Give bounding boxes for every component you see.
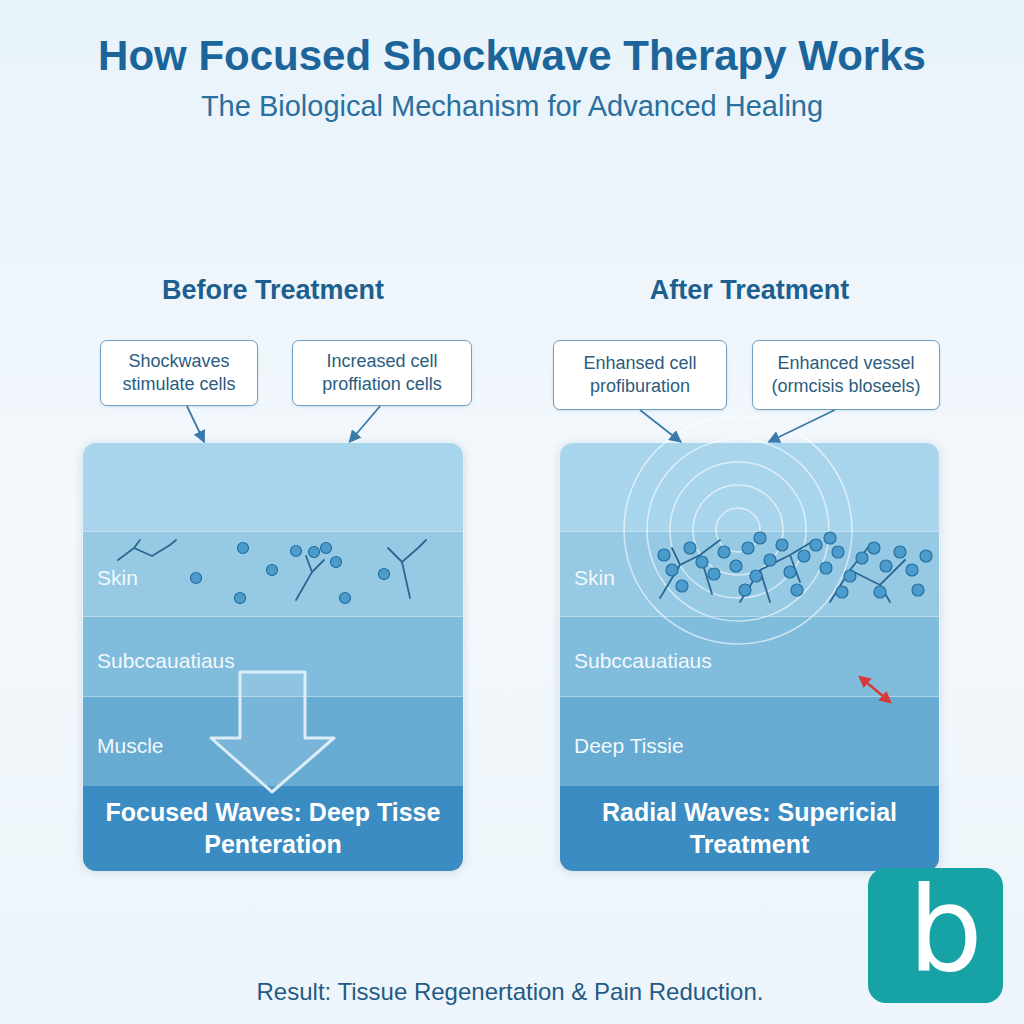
callout-box: Increased cell proffiation cells [292,340,472,406]
subtitle-text: The Biological Mechanism for Advanced He… [0,90,1024,123]
cell [291,546,302,557]
tissue-panel: After TreatmentSkinSubccauatiausDeep Tis… [559,442,940,870]
wave-ring [693,485,783,575]
callout-box: Enhanced vessel (ormcisis bloseels) [752,340,940,410]
cell [824,532,836,544]
wave-ring [647,439,829,621]
callout-arrow [349,406,380,442]
wave-type-text: Focused Waves: Deep Tisse Penteration [93,797,453,860]
cell [739,584,751,596]
cell [309,547,320,558]
vessel [388,540,426,598]
cell [754,532,766,544]
cell [820,562,832,574]
cell [696,556,708,568]
cell [684,542,696,554]
cell [708,568,720,580]
cell [832,546,844,558]
cell [331,557,342,568]
cell [742,542,754,554]
vessel [830,545,905,602]
tissue-layer: Subccauatiaus [83,616,463,696]
callout-arrow [640,410,681,442]
cell [906,564,918,576]
logo-letter: b [908,871,983,989]
tissue-layer: Deep Tissie [560,696,939,786]
tissue-layer: Subccauatiaus [560,616,939,696]
tissue-layer: Skin [83,531,463,616]
wave-type-text: Radial Waves: Supericial Treatment [570,797,929,860]
cell [676,580,688,592]
wave-band: Radial Waves: Supericial Treatment [560,786,939,871]
tissue-layer: Skin [560,531,939,616]
cell [340,593,351,604]
callout-text: Enhansed cell profiburation [560,352,720,399]
cell [894,546,906,558]
layer-label: Muscle [97,734,164,758]
cell [868,542,880,554]
callout-text: Enhanced vessel (ormcisis bloseels) [759,352,933,399]
cell [718,546,730,558]
vessel [740,540,815,602]
callout-text: Increased cell proffiation cells [299,350,465,397]
left-cells [191,543,390,604]
layer-label: Subccauatiaus [97,649,235,673]
layer-label: Skin [97,566,138,590]
tissue-layer: Muscle [83,696,463,786]
wave-ring [716,508,760,552]
cell [658,549,670,561]
callout-arrow [769,410,835,442]
vessel [660,540,720,598]
logo-badge: b [868,868,1003,1003]
cell [836,586,848,598]
cell [750,570,762,582]
cell [874,586,886,598]
cell [267,565,278,576]
cell [880,560,892,572]
vessel [296,556,324,600]
cell [191,573,202,584]
vessel [118,540,176,560]
cell [238,543,249,554]
wave-ring [624,416,852,644]
cell [920,550,932,562]
cell [798,550,810,562]
shockwave-rings [624,416,852,644]
callout-box: Enhansed cell profiburation [553,340,727,410]
callout-arrow [187,406,204,442]
right-vessels [660,540,905,602]
right-cells [658,532,932,598]
callout-text: Shockwaves stimulate cells [107,350,251,397]
cell [764,554,776,566]
cell [379,569,390,580]
red-double-arrow [860,677,890,702]
cell [844,570,856,582]
layer-label: Subccauatiaus [574,649,712,673]
layer-label: Skin [574,566,615,590]
cell [776,539,788,551]
wave-band: Focused Waves: Deep Tisse Penteration [83,786,463,871]
down-arrow [211,672,334,792]
panel-heading: Before Treatment [43,275,503,306]
layer-label: Deep Tissie [574,734,684,758]
cell [666,564,678,576]
cell [912,584,924,596]
cell [810,539,822,551]
cell [784,566,796,578]
cell [856,552,868,564]
cell [235,593,246,604]
cell [791,584,803,596]
wave-ring [670,462,806,598]
tissue-panel: Before TreatmentSkinSubccauatiausMuscleF… [82,442,464,870]
cell [321,543,332,554]
left-vessels [118,540,426,600]
panel-heading: After Treatment [520,275,979,306]
callout-box: Shockwaves stimulate cells [100,340,258,406]
cell [730,560,742,572]
title-text: How Focused Shockwave Therapy Works [0,32,1024,80]
